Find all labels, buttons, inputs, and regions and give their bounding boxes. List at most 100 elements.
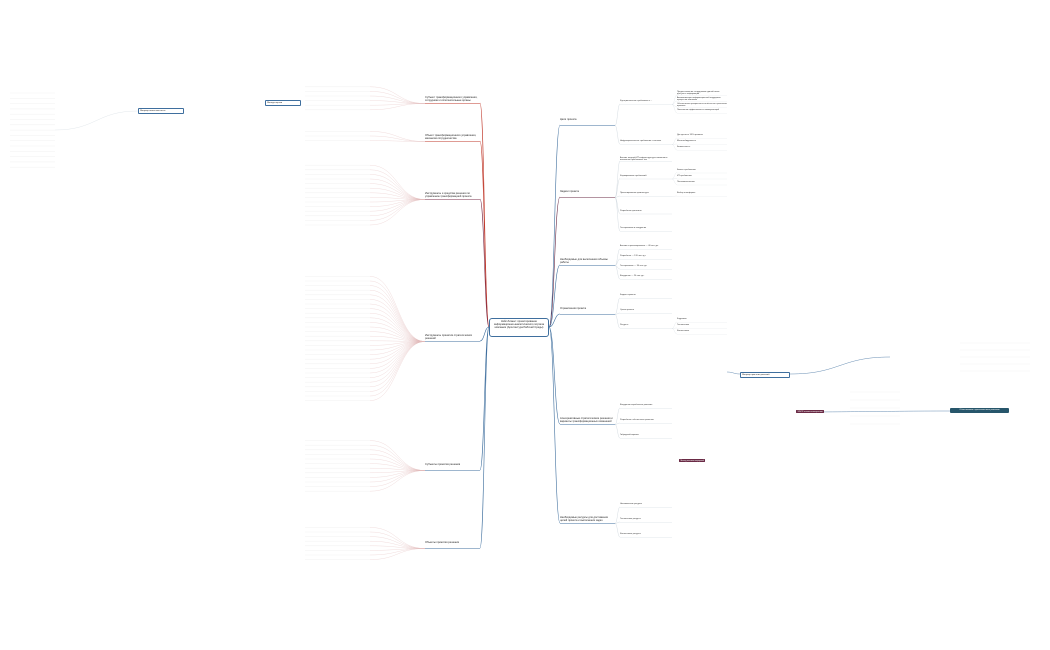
leaf-connector [671,172,678,180]
left-branch-node[interactable]: Инструменты принятия стратегических реше… [425,334,473,340]
right-branch-node[interactable]: Необходимые ресурсы для достижения целей… [560,516,608,522]
child-connector [614,197,621,214]
left-branch-node[interactable]: Объект трансформационного управления, ме… [425,134,477,140]
leaf-node[interactable]: Доступность 99% времени [677,134,703,136]
right-branch-node[interactable]: Альтернативные стратегические решения и … [560,417,613,423]
tag-swot[interactable]: SWOT-анализ альтернатив [796,410,825,414]
left-branch-connector [479,198,490,328]
child-node[interactable]: Функциональные требования к ... [620,100,653,102]
leaf-node[interactable]: ИТ-требования [677,174,692,177]
left-sub-connector [369,192,426,200]
child-connector [614,422,621,425]
child-node[interactable]: Анализ текущей ИТ-инфраструктуры компани… [620,157,668,162]
left-sub-connector [369,341,426,392]
child-node[interactable]: Проектирование архитектуры [620,192,649,194]
leaf-node[interactable]: Кадровые [677,318,687,320]
left-branch-connector [479,326,490,342]
child-node[interactable]: Технические ресурсы [620,518,641,520]
right-branch-node[interactable]: Необходимые для выполнения объемы работы [560,258,608,264]
child-connector [614,265,621,270]
leaf-connector [671,144,678,151]
child-node[interactable]: Человеческие ресурсы [620,503,643,505]
left-sub-connector [369,317,426,342]
left-sub-connector [369,290,426,342]
left-sub-connector [369,294,426,342]
child-node[interactable]: Гибридный вариант [620,434,640,436]
child-node[interactable]: Тестирование — 30 чел.-дн. [620,265,648,267]
left-branch-connector [479,102,490,328]
child-connector [614,506,621,524]
leaf-node[interactable]: Обеспечение прозрачности отчётности в ре… [677,103,727,108]
root-node-label: Кейс-бизнес: проектирование информационн… [493,320,545,329]
leaf-node[interactable]: Масштабируемость [677,140,697,142]
left-sub-connector [369,131,426,142]
child-node[interactable]: Разработка — 120 чел.-дн. [620,255,646,257]
child-node[interactable]: Внедрение коробочного решения [620,404,653,406]
leaf-node[interactable]: Бизнес-требования [677,168,696,171]
left-sub-connector [369,463,426,471]
mid-boxed-node[interactable]: Методы оценки [265,100,301,106]
leaf-node[interactable]: Предоставление сотрудникам единой точки … [677,91,720,96]
right-branch-connector [548,124,561,328]
left-branch-node[interactable]: Инструменты и средства решения по управл… [425,192,472,198]
leaf-connector [671,327,678,329]
left-sub-connector [369,95,426,104]
left-sub-connector [369,470,426,492]
child-connector [614,197,621,232]
left-sub-connector [369,299,426,342]
child-node[interactable]: Формирование требований [620,174,647,177]
left-sub-connector [369,303,426,342]
child-node[interactable]: Ресурсы [620,324,629,326]
child-node[interactable]: Разработка собственного решения [620,419,654,421]
leaf-node[interactable]: Финансовые [677,330,690,332]
tag-connector [726,371,741,375]
child-connector [614,195,621,198]
child-node[interactable]: Разработка прототипа [620,209,642,212]
left-sub-connector [369,470,426,483]
left-branch-node[interactable]: Субъект трансформационного управления, с… [425,96,478,102]
leaf-connector [671,94,678,105]
leaf-connector [671,137,678,145]
child-connector [614,424,621,439]
leaf-connector [671,104,678,114]
child-node[interactable]: Внедрение — 20 чел.-дн. [620,275,645,277]
right-branch-node[interactable]: Ограничения проекта [560,307,587,310]
child-connector [614,314,621,329]
leaf-node[interactable]: Технические [677,324,690,326]
child-node[interactable]: Бюджет проекта [620,294,636,296]
left-sub-connector [369,178,426,200]
left-sub-connector [369,174,426,200]
child-connector [614,297,621,315]
right-branch-node[interactable]: Цели проекта [560,118,577,121]
left-sub-connector [369,165,426,200]
left-boxed-node[interactable]: Матрица ответственности [138,108,184,114]
left-branch-node[interactable]: Объекты принятия решения [425,541,460,544]
tag-ahp[interactable]: Метод анализа иерархий [679,459,706,463]
leaf-node[interactable]: Автоматизация информационной поддержки п… [677,97,721,102]
child-connector [614,248,621,266]
right-branch-connector [548,196,561,328]
tag-decision-matrix[interactable]: Матрица принятия решений [740,372,790,378]
child-node[interactable]: Нефункциональные требования к системе [620,140,662,142]
leaf-node[interactable]: Повышение эффективности коммуникаций [677,109,719,111]
leaf-connector [671,143,678,145]
left-branch-node[interactable]: Субъекты принятия решения [425,463,461,466]
left-sub-connector [369,536,426,549]
left-sub-connector [369,341,426,369]
leaf-node[interactable]: Выбор платформы [677,192,696,194]
child-node[interactable]: Финансовые ресурсы [620,533,641,535]
leaf-node[interactable]: Пользовательские [677,180,695,183]
child-node[interactable]: Сроки проекта [620,309,635,311]
right-branch-node[interactable]: Задачи проекта [560,190,579,193]
tag-final-decision[interactable]: Обоснование стратегического решения [950,408,1009,413]
child-node[interactable]: Тестирование и внедрение [620,227,647,229]
left-branch-connector [479,326,490,471]
child-node[interactable]: Анализ и проектирование — 40 чел.-дн. [620,245,659,247]
left-sub-connector [369,322,426,342]
leaf-connector [671,178,678,180]
leaf-node[interactable]: Безопасность [677,146,691,148]
left-sub-connector [369,103,426,110]
left-sub-connector [369,100,426,104]
root-node[interactable]: Кейс-бизнес: проектирование информационн… [489,318,549,337]
